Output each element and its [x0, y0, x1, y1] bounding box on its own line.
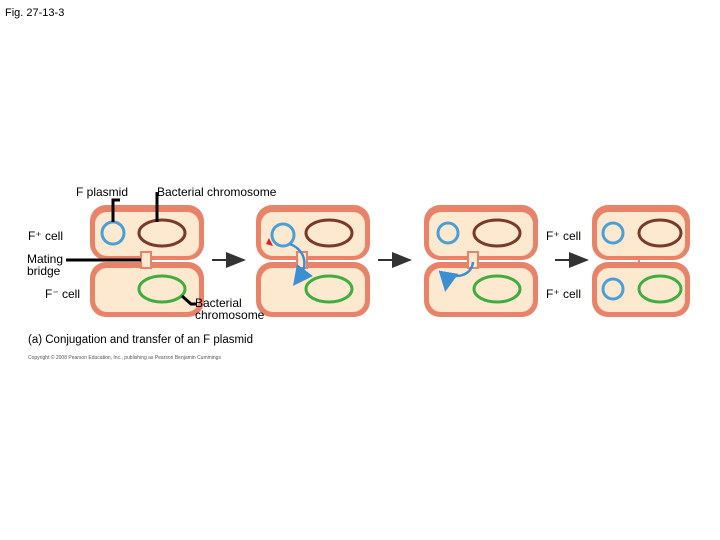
f-minus-cell-label: F⁻ cell [45, 287, 81, 301]
f-minus-cell-1 [90, 262, 204, 317]
bacterial-chromosome-label-bottom: Bacterial chromosome [195, 297, 264, 321]
f-plus-cell-2 [256, 205, 370, 260]
f-plus-cell-3 [424, 205, 538, 260]
f-plus-cell-4b [592, 262, 690, 317]
f-plus-cell-label-right-top: F⁺ cell [546, 229, 582, 243]
f-plasmid-ring [601, 221, 625, 245]
bacterial-chromosome-label-top: Bacterial chromosome [157, 185, 277, 199]
bacterial-chromosome-ring [304, 274, 354, 304]
bacterial-chromosome-ring [304, 218, 354, 248]
f-plasmid-ring [601, 277, 625, 301]
f-plasmid-ring [436, 221, 460, 245]
copyright-notice: Copyright © 2008 Pearson Education, Inc.… [28, 355, 221, 361]
bacterial-chromosome-ring [137, 218, 187, 248]
f-plus-cell-1 [90, 205, 204, 260]
recipient-cell-3 [424, 262, 538, 317]
panel-2 [256, 205, 370, 317]
panel-3 [424, 205, 538, 317]
chromosome-pointer-bottom [181, 294, 197, 306]
f-plasmid-label: F plasmid [76, 185, 129, 199]
bacterial-chromosome-label-bottom-line2: chromosome [195, 308, 265, 322]
bacterial-chromosome-ring [472, 218, 522, 248]
f-minus-cell-2 [256, 262, 370, 317]
bacterial-chromosome-ring [637, 274, 683, 304]
figure-caption: (a) Conjugation and transfer of an F pla… [28, 334, 254, 346]
panel-1 [90, 205, 204, 317]
transferred-dna-strand [438, 261, 475, 292]
bacterial-chromosome-ring [637, 218, 683, 248]
mating-bridge-label-line2: bridge [27, 264, 61, 278]
transferring-dna-strand [289, 242, 313, 287]
mating-bridge-label-line1: Mating [27, 252, 64, 266]
f-plus-cell-label: F⁺ cell [28, 229, 64, 243]
bacterial-chromosome-ring [472, 274, 522, 304]
bacterial-chromosome-label-bottom-line1: Bacterial [195, 296, 242, 310]
f-plasmid-pointer [111, 198, 120, 222]
mating-bridge-label: Mating bridge [27, 253, 63, 277]
f-plus-cell-label-right-bottom: F⁺ cell [546, 287, 582, 301]
mating-bridge [140, 251, 152, 269]
panel-4 [592, 205, 690, 317]
figure-label: Fig. 27-13-3 [5, 7, 65, 19]
bacterial-chromosome-ring [137, 274, 187, 304]
f-plasmid-ring [270, 222, 296, 248]
mating-bridge [467, 251, 479, 269]
origin-marker [266, 238, 273, 246]
f-plus-cell-4a [592, 205, 690, 260]
